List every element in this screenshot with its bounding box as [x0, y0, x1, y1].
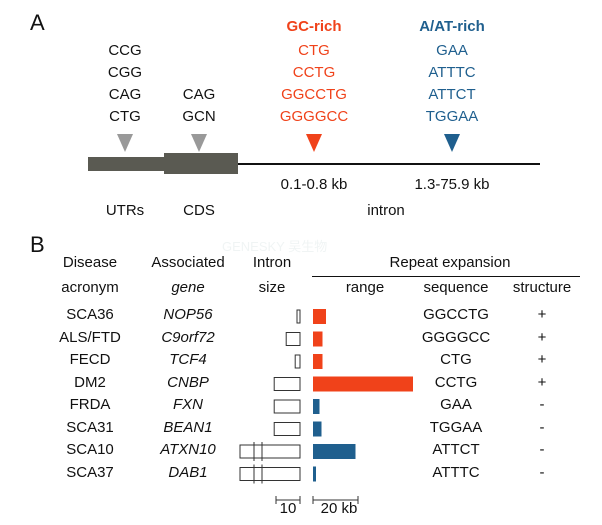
at-repeat: TGGAA [425, 108, 479, 125]
cds-arrow-icon [191, 134, 207, 152]
header-structure: structure [512, 279, 572, 296]
cds-label: CDS [183, 202, 215, 219]
gc-repeat: GGGGCC [279, 108, 349, 125]
at-repeat-list: GAA ATTTC ATTCT TGGAA [396, 40, 508, 128]
row-structure: + [537, 328, 547, 346]
panel-a-label: A [30, 10, 45, 35]
range-bar [313, 466, 316, 482]
intron-box [285, 332, 301, 346]
header-acronym: acronym [61, 279, 119, 296]
intron-box [239, 444, 301, 459]
range-bar [313, 399, 320, 414]
range-bar [313, 421, 322, 437]
scale-intron-label: 10 [279, 500, 297, 517]
row-sequence: ATTCT [432, 441, 480, 458]
gc-size-label: 0.1-0.8 kb [280, 176, 348, 193]
range-bar [313, 331, 323, 347]
intron-box [273, 399, 301, 414]
header-associated: Associated [151, 254, 225, 271]
gc-repeat-list: CTG CCTG GGCCTG GGGGCC [262, 40, 366, 128]
panel-b-label: B [30, 232, 45, 257]
at-arrow-icon [444, 134, 460, 152]
range-bar [313, 444, 356, 459]
row-gene: DAB1 [168, 463, 208, 481]
range-bar [313, 354, 323, 369]
header-divider [312, 276, 580, 277]
at-repeat: ATTCT [428, 86, 476, 103]
at-size-label: 1.3-75.9 kb [414, 176, 490, 193]
header-range: range [345, 279, 385, 296]
at-repeat: GAA [436, 42, 468, 59]
row-sequence: CTG [440, 351, 472, 368]
utr-arrow-icon [117, 134, 133, 152]
row-sequence: TGGAA [429, 418, 483, 436]
cds-repeat-list: CAG GCN [174, 84, 224, 128]
row-structure: - [539, 418, 545, 436]
header-size: size [258, 279, 286, 296]
cds-repeat: CAG [182, 86, 216, 103]
intron-box [273, 422, 301, 436]
row-structure: + [537, 373, 547, 391]
range-bar [313, 376, 413, 392]
row-acronym: SCA37 [66, 463, 114, 481]
header-sequence: sequence [423, 279, 489, 296]
cds-repeat: GCN [182, 108, 216, 125]
utrs-label: UTRs [105, 202, 145, 219]
row-structure: + [537, 351, 547, 368]
utr-repeat-list: CCG CGG CAG CTG [100, 40, 150, 128]
row-structure: - [539, 463, 545, 481]
gc-repeat: CCTG [292, 64, 336, 81]
utr-repeat: CTG [109, 108, 141, 125]
row-structure: - [539, 441, 545, 458]
row-acronym: SCA31 [66, 418, 114, 436]
row-acronym: SCA36 [66, 306, 114, 323]
at-repeat: ATTTC [428, 64, 476, 81]
gc-rich-title: GC-rich [286, 18, 342, 35]
row-structure: + [537, 306, 547, 323]
row-sequence: ATTTC [432, 463, 480, 481]
gene-schematic [88, 134, 540, 174]
row-acronym: DM2 [74, 373, 106, 391]
utr-repeat: CGG [107, 64, 143, 81]
intron-box [239, 467, 301, 481]
watermark: GENESKY 吴生物 [222, 239, 328, 254]
row-acronym: FRDA [69, 396, 111, 413]
row-acronym: FECD [69, 351, 111, 368]
row-sequence: CCTG [434, 373, 478, 391]
scale-range-label: 20 kb [320, 500, 358, 517]
header-repeat-expansion: Repeat expansion [389, 254, 511, 271]
utr-repeat: CAG [108, 86, 142, 103]
intron-box [294, 354, 301, 369]
gc-arrow-icon [306, 134, 322, 152]
row-sequence: GGGGCC [421, 328, 491, 346]
range-scale-bar [312, 496, 359, 504]
row-acronym: SCA10 [66, 441, 114, 458]
header-intron: Intron [252, 254, 292, 271]
row-acronym: ALS/FTD [59, 328, 121, 346]
row-gene: NOP56 [163, 306, 213, 323]
intron-scale-bar [275, 496, 301, 504]
row-structure: - [539, 396, 545, 413]
intron-box [273, 377, 301, 391]
intron-label: intron [367, 202, 405, 219]
at-rich-title: A/AT-rich [419, 18, 485, 35]
row-sequence: GAA [440, 396, 472, 413]
row-gene: CNBP [167, 373, 209, 391]
cds-exon-box [164, 153, 238, 174]
row-gene: FXN [173, 396, 203, 413]
header-gene: gene [171, 279, 205, 296]
row-gene: TCF4 [169, 351, 207, 368]
gc-repeat: CTG [298, 42, 330, 59]
utr-exon-box [88, 157, 164, 171]
row-gene: BEAN1 [163, 418, 213, 436]
utr-repeat: CCG [108, 42, 142, 59]
row-gene: ATXN10 [160, 441, 216, 458]
intron-box [296, 309, 301, 324]
range-bar [313, 309, 326, 324]
header-disease: Disease [62, 254, 118, 271]
row-gene: C9orf72 [161, 328, 215, 346]
gc-repeat: GGCCTG [281, 86, 347, 103]
row-sequence: GGCCTG [423, 306, 489, 323]
